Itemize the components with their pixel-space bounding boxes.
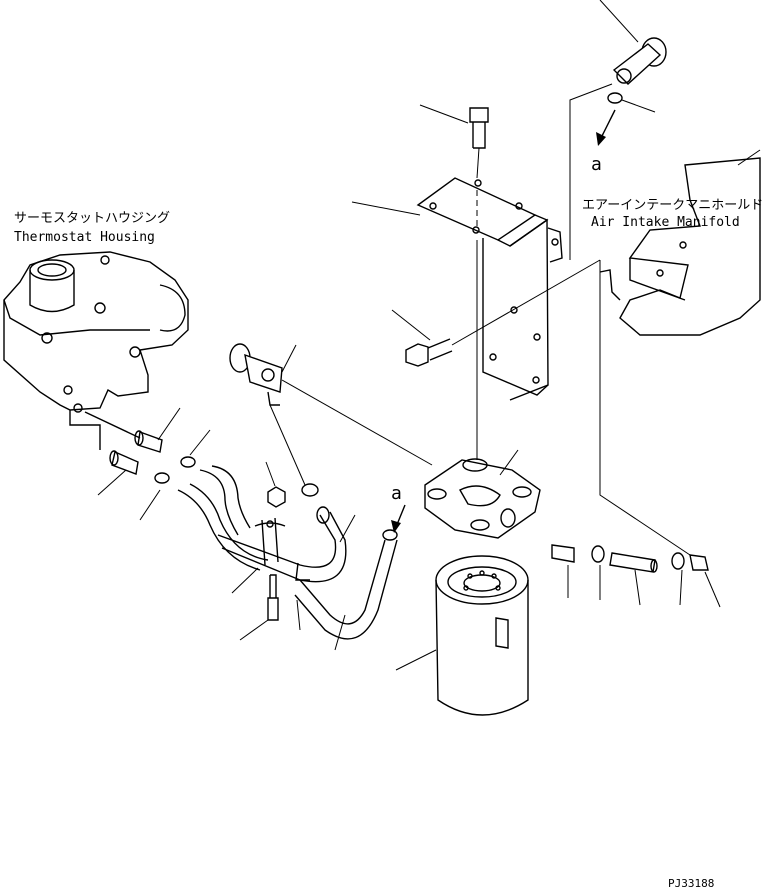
nipple-connector bbox=[109, 450, 139, 475]
air-intake-manifold bbox=[599, 157, 761, 336]
clamp-right-1 bbox=[591, 545, 605, 563]
leader-bolt bbox=[476, 147, 480, 179]
thermostat-housing bbox=[3, 251, 189, 450]
leader-lines bbox=[97, 0, 761, 671]
manifold-label-jp: エアーインテークマニホールド bbox=[582, 198, 763, 213]
fuel-filter-cartridge bbox=[435, 555, 529, 716]
banjo-fitting-left bbox=[229, 343, 283, 406]
connector-right-1 bbox=[551, 544, 575, 563]
bolt-axis-line bbox=[451, 259, 601, 346]
nut bbox=[267, 486, 286, 508]
tube-pipe bbox=[217, 506, 398, 640]
hose-assembly bbox=[177, 465, 269, 571]
manifold-label-en: Air Intake Manifold bbox=[591, 215, 740, 230]
thermostat-label-en: Thermostat Housing bbox=[14, 230, 155, 245]
connector-right-2 bbox=[689, 554, 709, 571]
filter-head bbox=[424, 458, 541, 539]
bolt-small bbox=[267, 574, 279, 621]
hose-clamp-2 bbox=[154, 472, 170, 484]
drawing-code: PJ33188 bbox=[668, 877, 714, 888]
hose-clamp-1 bbox=[180, 456, 196, 468]
tube-line-manifold bbox=[569, 83, 613, 260]
pipe-clamp-bracket bbox=[254, 517, 310, 581]
view-label-center: a bbox=[391, 483, 402, 504]
clamp-right-2 bbox=[671, 552, 685, 570]
tube-line-right bbox=[599, 260, 691, 556]
banjo-fitting-top bbox=[607, 37, 667, 104]
thermostat-label-jp: サーモスタットハウジング bbox=[14, 211, 170, 226]
view-arrow-top bbox=[596, 109, 616, 146]
mounting-bracket bbox=[416, 177, 563, 401]
small-clamp bbox=[301, 483, 319, 497]
bolt-side bbox=[405, 338, 453, 367]
hose-right bbox=[609, 552, 658, 573]
tube-line-to-filter-head bbox=[281, 379, 433, 466]
view-label-top: a bbox=[591, 154, 602, 175]
view-arrow-center bbox=[391, 504, 406, 533]
elbow-connector bbox=[84, 411, 163, 453]
bolt-top bbox=[469, 107, 489, 149]
